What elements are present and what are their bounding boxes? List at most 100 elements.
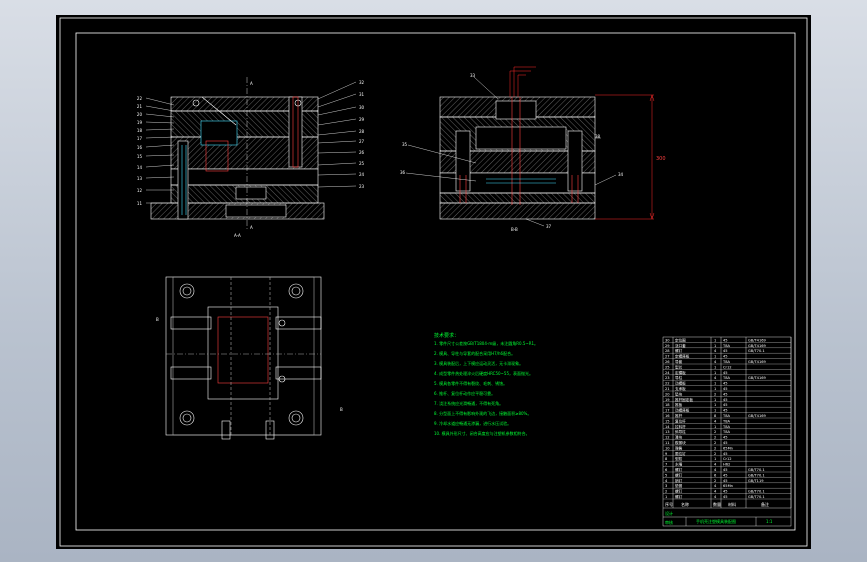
drawing-sheet[interactable]: 22 21 20 19 18 17 16 15 14 13 12 11 32 3… <box>56 15 811 549</box>
parts-cell-no: 21 <box>665 387 670 391</box>
parts-cell-qty: 4 <box>714 463 717 467</box>
parts-cell-name: 支承板 <box>675 386 686 391</box>
parts-cell-qty: 1 <box>714 371 716 375</box>
parts-cell-qty: 4 <box>714 376 717 380</box>
callout-l-9: 13 <box>137 176 143 181</box>
note-line-4: 4. 成型零件热处理淬火后硬度HRC50~55，表面抛光。 <box>434 370 533 376</box>
parts-cell-no: 15 <box>665 419 670 423</box>
note-line-2: 2. 模具、导柱与导套的配合采用H7/h6配合。 <box>434 350 515 356</box>
parts-cell-qty: 4 <box>714 495 717 499</box>
parts-cell-qty: 2 <box>714 436 716 440</box>
parts-cell-name: 楔紧块 <box>675 440 686 445</box>
parts-cell-mat: 45 <box>723 382 728 386</box>
parts-cell-name: 弹簧 <box>675 445 683 450</box>
section-b-leaders <box>405 76 617 227</box>
parts-cell-qty: 4 <box>714 349 717 353</box>
callout-l-4: 18 <box>137 128 143 133</box>
parts-cell-qty: 2 <box>714 452 716 456</box>
parts-cell-no: 14 <box>665 425 670 429</box>
parts-cell-std: GB/T70.1 <box>748 473 765 477</box>
section-view-b[interactable] <box>439 96 596 220</box>
dimension-lines <box>509 66 655 220</box>
parts-cell-qty: 2 <box>714 479 716 483</box>
parts-cell-qty: 2 <box>714 441 716 445</box>
parts-cell-qty: 2 <box>714 430 716 434</box>
parts-cell-std: GB/T4169 <box>748 414 767 418</box>
parts-cell-mat: T8A <box>722 430 730 434</box>
note-line-6: 6. 推杆、复位杆动作应平稳可靠。 <box>434 390 495 396</box>
notes-title: 技术要求： <box>434 332 459 339</box>
parts-cell-std: GB/T70.1 <box>748 468 765 472</box>
callout-b-37: 37 <box>546 224 552 229</box>
parts-cell-name: 定模板 <box>675 370 686 375</box>
parts-cell-mat: 45 <box>723 349 728 353</box>
parts-cell-no: 27 <box>665 355 670 359</box>
callout-l-7: 15 <box>137 154 143 159</box>
parts-cell-name: 导套 <box>675 359 683 364</box>
parts-cell-name: 滑块 <box>675 435 683 440</box>
parts-cell-mat: 45 <box>723 398 728 402</box>
parts-cell-mat: 45 <box>723 338 728 342</box>
callout-l-11: 11 <box>137 201 143 206</box>
parts-cell-mat: 45 <box>723 409 728 413</box>
callout-r-2: 30 <box>359 105 365 110</box>
parts-cell-no: 24 <box>665 371 670 375</box>
technical-notes: 技术要求： 1. 零件尺寸公差按GB/T1804-m级，未注圆角R0.5~R1。… <box>434 332 538 436</box>
parts-cell-no: 16 <box>665 414 670 418</box>
note-line-9: 9. 冷却水道应畅通无渗漏，进行水压试验。 <box>434 420 511 426</box>
parts-cell-name: 螺钉 <box>675 467 683 472</box>
parts-cell-std: GB/T119 <box>748 479 764 483</box>
parts-cell-name: 斜导柱 <box>675 429 686 434</box>
parts-cell-qty: 8 <box>714 414 717 418</box>
section-mark-b-right: B <box>340 407 343 412</box>
parts-cell-name: 型腔 <box>675 456 683 461</box>
parts-cell-no: 4 <box>665 479 668 483</box>
parts-cell-std: GB/T4169 <box>748 344 767 348</box>
parts-cell-std: GB/T70.1 <box>748 495 765 499</box>
title-design: 设计 <box>665 510 673 516</box>
callout-l-10: 12 <box>137 188 143 193</box>
parts-cell-qty: 4 <box>714 419 717 423</box>
note-line-5: 5. 模具各零件不得有裂纹、毛刺、锈蚀。 <box>434 380 507 386</box>
parts-cell-no: 2 <box>665 490 667 494</box>
parts-cell-qty: 4 <box>714 468 717 472</box>
callout-l-6: 16 <box>137 145 143 150</box>
section-view-a[interactable] <box>150 96 325 220</box>
outer-border <box>59 17 808 547</box>
parts-cell-no: 28 <box>665 349 670 353</box>
dimension-300: 300 <box>656 156 666 162</box>
parts-cell-no: 9 <box>665 452 668 456</box>
callout-r-6: 26 <box>359 150 365 155</box>
parts-cell-qty: 4 <box>714 484 717 488</box>
parts-cell-name: 水嘴 <box>675 462 683 467</box>
parts-cell-mat: 45 <box>723 495 728 499</box>
callout-b-36: 36 <box>400 170 406 175</box>
parts-cell-name: 垫圈 <box>675 483 683 488</box>
view-label-b: B-B <box>511 227 518 232</box>
parts-cell-name: 动模座板 <box>675 408 690 413</box>
parts-cell-name: 动模板 <box>675 381 686 386</box>
parts-cell-name: 推板 <box>675 402 683 407</box>
parts-cell-qty: 1 <box>714 338 716 342</box>
cad-drawing-canvas[interactable]: 22 21 20 19 18 17 16 15 14 13 12 11 32 3… <box>56 15 811 549</box>
parts-cell-mat: 45 <box>723 468 728 472</box>
note-line-7: 7. 浇注系统应光滑畅通，不得有死角。 <box>434 400 503 406</box>
callout-r-4: 28 <box>359 129 365 134</box>
parts-cell-mat: 65Mn <box>723 484 733 488</box>
parts-cell-mat: T8A <box>722 414 730 418</box>
parts-cell-no: 23 <box>665 376 670 380</box>
parts-cell-no: 7 <box>665 463 667 467</box>
plan-view[interactable] <box>165 276 322 440</box>
parts-cell-no: 19 <box>665 398 670 402</box>
parts-cell-name: 定模座板 <box>675 354 690 359</box>
callout-b-33: 33 <box>470 73 476 78</box>
section-mark-a-top: A <box>250 81 253 86</box>
parts-header-name: 名称 <box>681 501 689 507</box>
callout-l-2: 20 <box>137 112 143 117</box>
callout-l-1: 21 <box>137 104 143 109</box>
parts-cell-name: 拉料杆 <box>675 424 686 429</box>
callout-b-34: 34 <box>618 172 624 177</box>
parts-cell-std: GB/T70.1 <box>748 349 765 353</box>
parts-cell-mat: 45 <box>723 479 728 483</box>
parts-cell-name: 限位钉 <box>675 451 686 456</box>
